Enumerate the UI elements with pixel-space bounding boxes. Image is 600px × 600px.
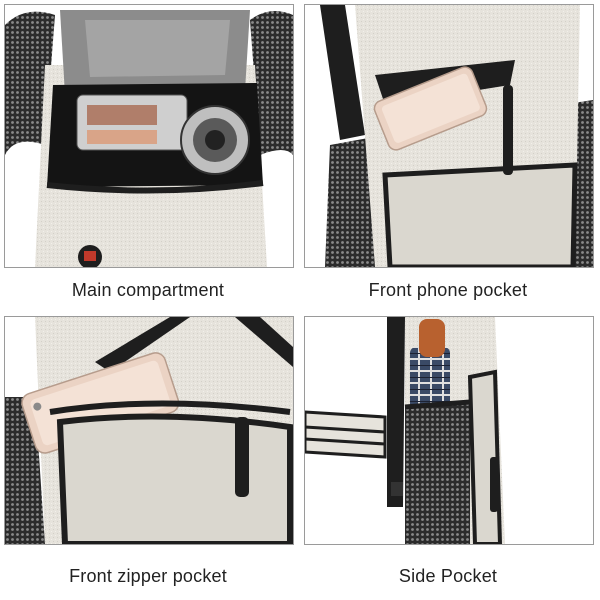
front-zipper-pocket-photo [4,316,294,545]
caption-side-pocket: Side Pocket [398,566,498,586]
main-compartment-photo [4,4,294,268]
caption-front-zipper-pocket: Front zipper pocket [69,566,227,586]
caption-front-phone-pocket: Front phone pocket [368,280,528,300]
caption-main-compartment: Main compartment [71,280,225,300]
front-phone-pocket-photo [304,4,594,268]
side-pocket-photo [304,316,594,545]
